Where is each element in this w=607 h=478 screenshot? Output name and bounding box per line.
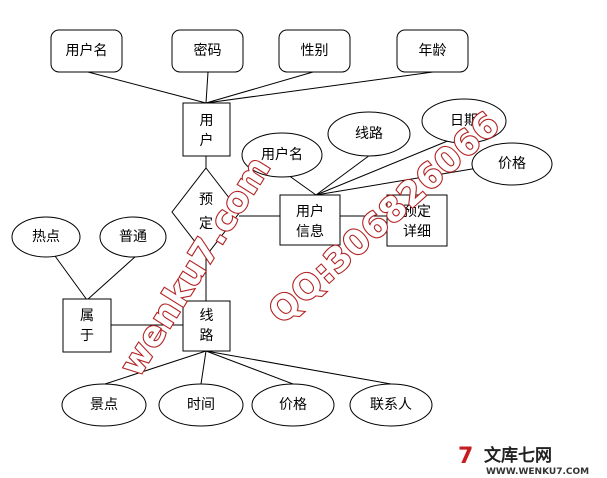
hotspot-attribute-hot: 热点 bbox=[11, 216, 81, 258]
booking-relationship: 预 定 bbox=[171, 167, 241, 257]
svg-text:价格: 价格 bbox=[279, 397, 307, 413]
user-attribute-username: 用户名 bbox=[50, 29, 123, 73]
svg-text:景点: 景点 bbox=[90, 397, 118, 413]
site-logo: 7 文库七网 WWW.WENKU7.COM bbox=[458, 444, 589, 477]
route-attribute-time: 时间 bbox=[158, 383, 244, 427]
svg-text:于: 于 bbox=[80, 328, 94, 344]
user-attribute-password: 密码 bbox=[171, 29, 244, 73]
booking-attribute-price: 价格 bbox=[471, 142, 553, 186]
user-entity: 用 户 bbox=[182, 102, 231, 157]
svg-text:定: 定 bbox=[199, 216, 213, 232]
user-attribute-age: 年龄 bbox=[396, 29, 469, 73]
user-info-entity: 用户 信息 bbox=[279, 194, 341, 246]
svg-text:年龄: 年龄 bbox=[419, 43, 447, 59]
belongs-relation: 属 于 bbox=[62, 298, 112, 353]
svg-text:7: 7 bbox=[458, 444, 473, 469]
svg-text:用户名: 用户名 bbox=[261, 146, 303, 163]
svg-text:联系人: 联系人 bbox=[370, 397, 412, 413]
connector-lines bbox=[54, 71, 479, 385]
hotspot-attribute-normal: 普通 bbox=[99, 216, 167, 258]
svg-text:预: 预 bbox=[199, 192, 213, 208]
svg-text:文库七网: 文库七网 bbox=[484, 445, 552, 466]
route-attribute-scenic-spot: 景点 bbox=[61, 383, 147, 427]
svg-text:WWW.WENKU7.COM: WWW.WENKU7.COM bbox=[486, 467, 589, 477]
svg-text:密码: 密码 bbox=[194, 42, 222, 59]
svg-text:用: 用 bbox=[200, 113, 214, 129]
svg-text:线: 线 bbox=[200, 308, 214, 324]
svg-text:性别: 性别 bbox=[301, 43, 329, 59]
user-attribute-gender: 性别 bbox=[278, 29, 351, 73]
svg-text:预定: 预定 bbox=[403, 204, 431, 220]
booking-detail-entity: 预定 详细 bbox=[386, 194, 448, 247]
route-attribute-contact: 联系人 bbox=[349, 383, 433, 427]
svg-text:时间: 时间 bbox=[187, 397, 215, 413]
booking-attribute-username: 用户名 bbox=[241, 132, 323, 178]
svg-text:信息: 信息 bbox=[296, 223, 324, 240]
svg-text:户: 户 bbox=[200, 132, 214, 149]
svg-text:普通: 普通 bbox=[119, 229, 147, 245]
booking-attribute-date: 日期 bbox=[421, 98, 507, 144]
svg-text:用户名: 用户名 bbox=[66, 42, 108, 59]
svg-text:详细: 详细 bbox=[403, 224, 431, 240]
svg-text:日期: 日期 bbox=[450, 113, 478, 129]
svg-text:用户: 用户 bbox=[296, 203, 324, 220]
svg-text:价格: 价格 bbox=[498, 156, 526, 172]
route-entity: 线 路 bbox=[182, 300, 231, 352]
svg-text:热点: 热点 bbox=[32, 229, 60, 245]
svg-text:线路: 线路 bbox=[355, 126, 383, 142]
svg-text:路: 路 bbox=[200, 328, 214, 344]
route-attribute-price: 价格 bbox=[251, 383, 335, 427]
svg-text:属: 属 bbox=[80, 308, 94, 324]
booking-attribute-route: 线路 bbox=[327, 111, 411, 157]
